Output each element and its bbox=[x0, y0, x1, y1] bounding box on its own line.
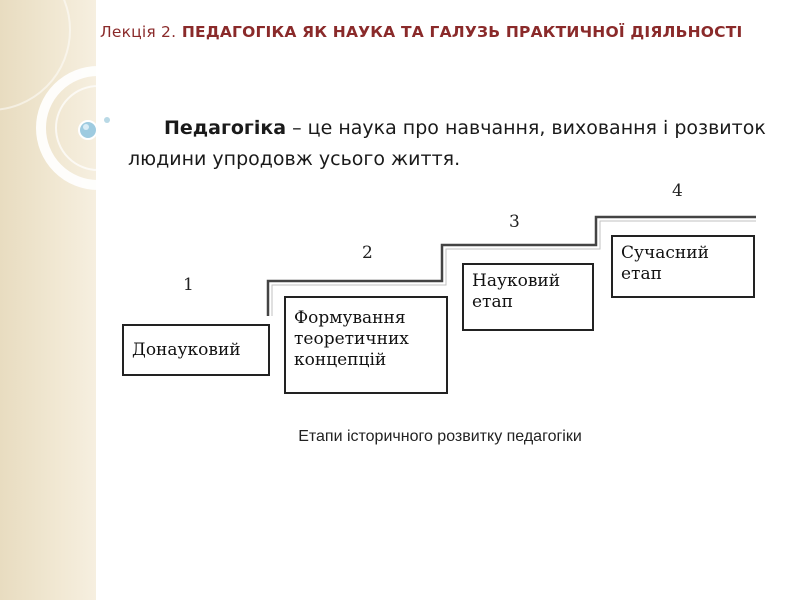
stage-number-4: 4 bbox=[672, 181, 683, 201]
definition-paragraph: Педагогіка – це наука про навчання, вихо… bbox=[128, 113, 768, 175]
stage-box-1: Донауковий bbox=[122, 324, 270, 376]
title-main: ПЕДАГОГІКА ЯК НАУКА ТА ГАЛУЗЬ ПРАКТИЧНОЇ… bbox=[181, 23, 743, 41]
stage-label-1: Донауковий bbox=[132, 340, 241, 360]
decorative-circles bbox=[0, 0, 160, 190]
definition-term: Педагогіка bbox=[164, 117, 287, 139]
stair-line bbox=[266, 215, 756, 316]
title-prefix: Лекція 2. bbox=[100, 23, 177, 41]
slide-title: Лекція 2. ПЕДАГОГІКА ЯК НАУКА ТА ГАЛУЗЬ … bbox=[100, 22, 750, 43]
stage-box-2: Формування теоретичних концепцій bbox=[284, 296, 448, 394]
stage-box-4: Сучасний етап bbox=[611, 235, 755, 298]
stage-label-4: Сучасний етап bbox=[621, 243, 709, 284]
definition-text: – це наука про навчання, виховання і роз… bbox=[128, 117, 766, 170]
stage-box-3: Науковий етап bbox=[462, 263, 594, 331]
stage-number-1: 1 bbox=[183, 275, 194, 295]
stage-number-3: 3 bbox=[509, 212, 520, 232]
stage-number-2: 2 bbox=[362, 243, 373, 263]
stage-label-3: Науковий етап bbox=[472, 271, 561, 312]
diagram-caption: Етапи історичного розвитку педагогіки bbox=[298, 428, 582, 445]
stage-label-2: Формування теоретичних концепцій bbox=[294, 308, 409, 370]
